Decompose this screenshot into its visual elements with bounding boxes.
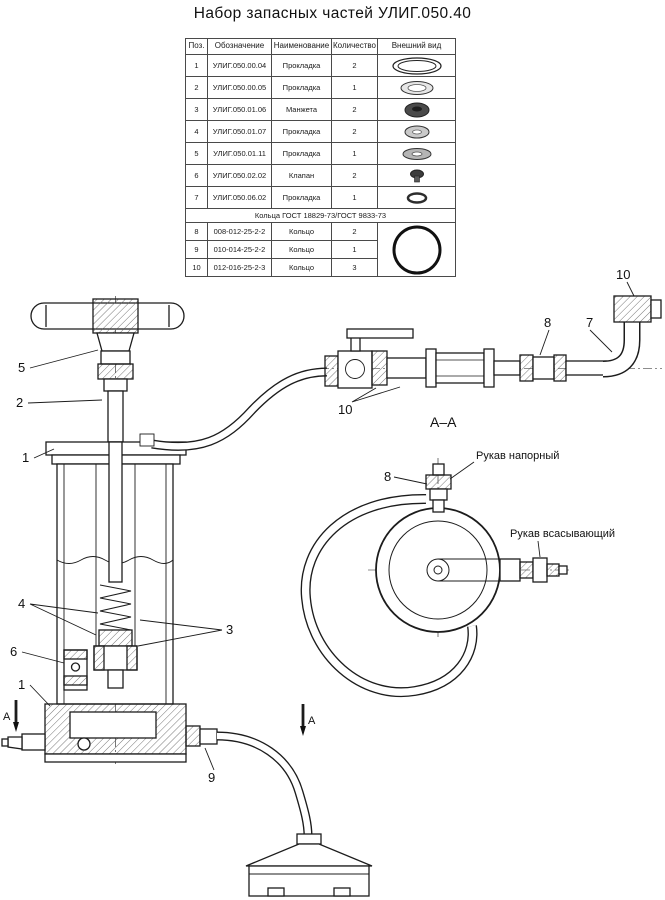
cell-qty: 2: [331, 98, 378, 121]
col-header-code: Обозначение: [207, 38, 272, 55]
pump-base: [1, 703, 218, 763]
cell-qty: 2: [331, 222, 378, 241]
part-image-oval-gasket: [377, 76, 456, 99]
callout-10-elbow: 10: [616, 267, 630, 282]
cell-pos: 7: [185, 186, 208, 209]
group-header-row: Кольца ГОСТ 18829-73/ГОСТ 9833-73: [185, 208, 456, 223]
hose-reel: [300, 463, 568, 698]
callout-2: 2: [16, 395, 23, 410]
part-image-flat-oval-ring: [377, 54, 456, 77]
cell-qty: 1: [331, 186, 378, 209]
sheet-title: Набор запасных частей УЛИГ.050.40: [193, 5, 472, 22]
pump-handle: [30, 298, 185, 443]
cell-code: УЛИГ.050.01.11: [207, 142, 272, 165]
label-suction-hose: Рукав всасывающий: [510, 528, 615, 540]
col-header-view: Внешний вид: [377, 38, 456, 55]
col-header-qty: Количество: [331, 38, 378, 55]
callout-7: 7: [586, 315, 593, 330]
table-row: 2 УЛИГ.050.00.05 Прокладка 1: [185, 76, 456, 99]
part-image-o-ring-large: [377, 222, 456, 277]
cell-pos: 6: [185, 164, 208, 187]
part-image-washer-gasket: [377, 120, 456, 143]
callout-5: 5: [18, 360, 25, 375]
cell-name: Прокладка: [271, 142, 332, 165]
part-image-washer-gasket-wide: [377, 142, 456, 165]
table-row: 5 УЛИГ.050.01.11 Прокладка 1: [185, 142, 456, 165]
cell-pos: 5: [185, 142, 208, 165]
cell-code: 010-014-25-2-2: [207, 240, 272, 259]
cell-code: 008-012-25-2-2: [207, 222, 272, 241]
label-pressure-hose: Рукав напорный: [476, 450, 559, 462]
table-row: 10 012-016-25-2-3 Кольцо 3: [185, 258, 456, 277]
cell-qty: 2: [331, 120, 378, 143]
cell-name: Кольцо: [271, 240, 332, 259]
group-header: Кольца ГОСТ 18829-73/ГОСТ 9833-73: [185, 208, 456, 223]
cell-code: УЛИГ.050.02.02: [207, 164, 272, 187]
part-image-valve-poppet: [377, 164, 456, 187]
table-row: 4 УЛИГ.050.01.07 Прокладка 2: [185, 120, 456, 143]
cell-qty: 1: [331, 76, 378, 99]
cell-pos: 4: [185, 120, 208, 143]
table-row: 6 УЛИГ.050.02.02 Клапан 2: [185, 164, 456, 187]
cell-name: Кольцо: [271, 222, 332, 241]
callout-10-valve: 10: [338, 402, 352, 417]
valve-assembly: [324, 328, 607, 389]
callout-3: 3: [226, 622, 233, 637]
col-header-pos: Поз.: [185, 38, 208, 55]
cell-pos: 9: [185, 240, 208, 259]
callout-8-coupling: 8: [544, 315, 551, 330]
callout-6: 6: [10, 644, 17, 659]
cell-qty: 1: [331, 142, 378, 165]
cell-pos: 10: [185, 258, 208, 277]
section-mark-a-right: A: [308, 715, 316, 727]
cell-name: Прокладка: [271, 186, 332, 209]
cell-pos: 8: [185, 222, 208, 241]
callout-4: 4: [18, 596, 25, 611]
cell-name: Прокладка: [271, 76, 332, 99]
cell-code: 012-016-25-2-3: [207, 258, 272, 277]
table-header-row: Поз. Обозначение Наименование Количество…: [185, 38, 456, 55]
pump-body: [45, 441, 187, 705]
table-row: 1 УЛИГ.050.00.04 Прокладка 2: [185, 54, 456, 77]
cell-name: Кольцо: [271, 258, 332, 277]
cell-code: УЛИГ.050.06.02: [207, 186, 272, 209]
table-row: 8 008-012-25-2-2 Кольцо 2: [185, 222, 456, 277]
part-image-small-dark-ring: [377, 186, 456, 209]
part-image-dark-cuff: [377, 98, 456, 121]
table-row: 3 УЛИГ.050.01.06 Манжета 2: [185, 98, 456, 121]
section-marks: [13, 700, 306, 736]
callout-1-bottom: 1: [18, 677, 25, 692]
cell-pos: 1: [185, 54, 208, 77]
callout-9: 9: [208, 770, 215, 785]
cell-name: Манжета: [271, 98, 332, 121]
section-mark-a-left: A: [3, 711, 11, 723]
elbow-fitting: [602, 295, 662, 378]
cell-qty: 3: [331, 258, 378, 277]
cell-name: Прокладка: [271, 54, 332, 77]
cell-name: Прокладка: [271, 120, 332, 143]
table-row: 7 УЛИГ.050.06.02 Прокладка 1: [185, 186, 456, 209]
cell-qty: 1: [331, 240, 378, 259]
pressure-hose-top: [139, 367, 328, 451]
cell-qty: 2: [331, 164, 378, 187]
cell-code: УЛИГ.050.01.07: [207, 120, 272, 143]
suction-bell: [245, 833, 373, 897]
cell-code: УЛИГ.050.00.04: [207, 54, 272, 77]
cell-qty: 2: [331, 54, 378, 77]
cell-pos: 2: [185, 76, 208, 99]
parts-table: Поз. Обозначение Наименование Количество…: [185, 38, 456, 277]
section-view-label: А–А: [430, 414, 457, 430]
leader-lines: [21, 281, 635, 771]
cell-pos: 3: [185, 98, 208, 121]
callout-1-top: 1: [22, 450, 29, 465]
cell-name: Клапан: [271, 164, 332, 187]
cell-code: УЛИГ.050.01.06: [207, 98, 272, 121]
cell-code: УЛИГ.050.00.05: [207, 76, 272, 99]
col-header-name: Наименование: [271, 38, 332, 55]
suction-hose: [216, 731, 313, 837]
callout-8-reel: 8: [384, 469, 391, 484]
